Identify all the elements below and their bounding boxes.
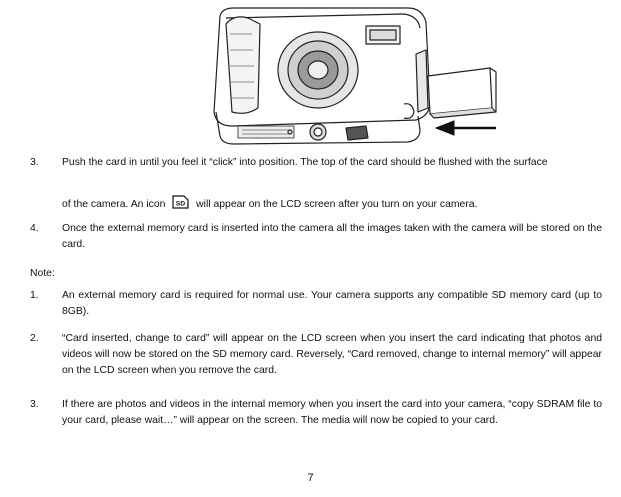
note-body: An external memory card is required for …	[62, 290, 602, 317]
step-body: Push the card in until you feel it “clic…	[62, 155, 602, 213]
note-number: 1.	[30, 290, 39, 301]
step-text-before-icon: of the camera. An icon	[62, 199, 166, 210]
note-body: If there are photos and videos in the in…	[62, 399, 602, 426]
sd-card-icon: SD	[172, 195, 189, 209]
step-text-after-icon: will appear on the LCD screen after you …	[196, 199, 478, 210]
insert-arrow	[434, 120, 496, 136]
page-number: 7	[307, 472, 314, 484]
step-body: Once the external memory card is inserte…	[62, 223, 602, 250]
step-number: 3.	[30, 157, 39, 168]
camera-drawing	[213, 7, 497, 145]
note-body: “Card inserted, change to card” will app…	[62, 333, 602, 376]
sd-icon-label: SD	[176, 200, 186, 207]
step-text-line2: of the camera. An icon SD will appear on…	[62, 195, 602, 213]
note-heading: Note:	[30, 268, 55, 279]
camera-illustration	[190, 4, 510, 150]
step-text-line1: Push the card in until you feel it “clic…	[62, 157, 548, 168]
sd-card	[427, 67, 493, 115]
camera-bottom	[215, 111, 421, 145]
note-number: 2.	[30, 333, 39, 344]
camera-grip	[225, 16, 261, 114]
step-number: 4.	[30, 223, 39, 234]
note-number: 3.	[30, 399, 39, 410]
